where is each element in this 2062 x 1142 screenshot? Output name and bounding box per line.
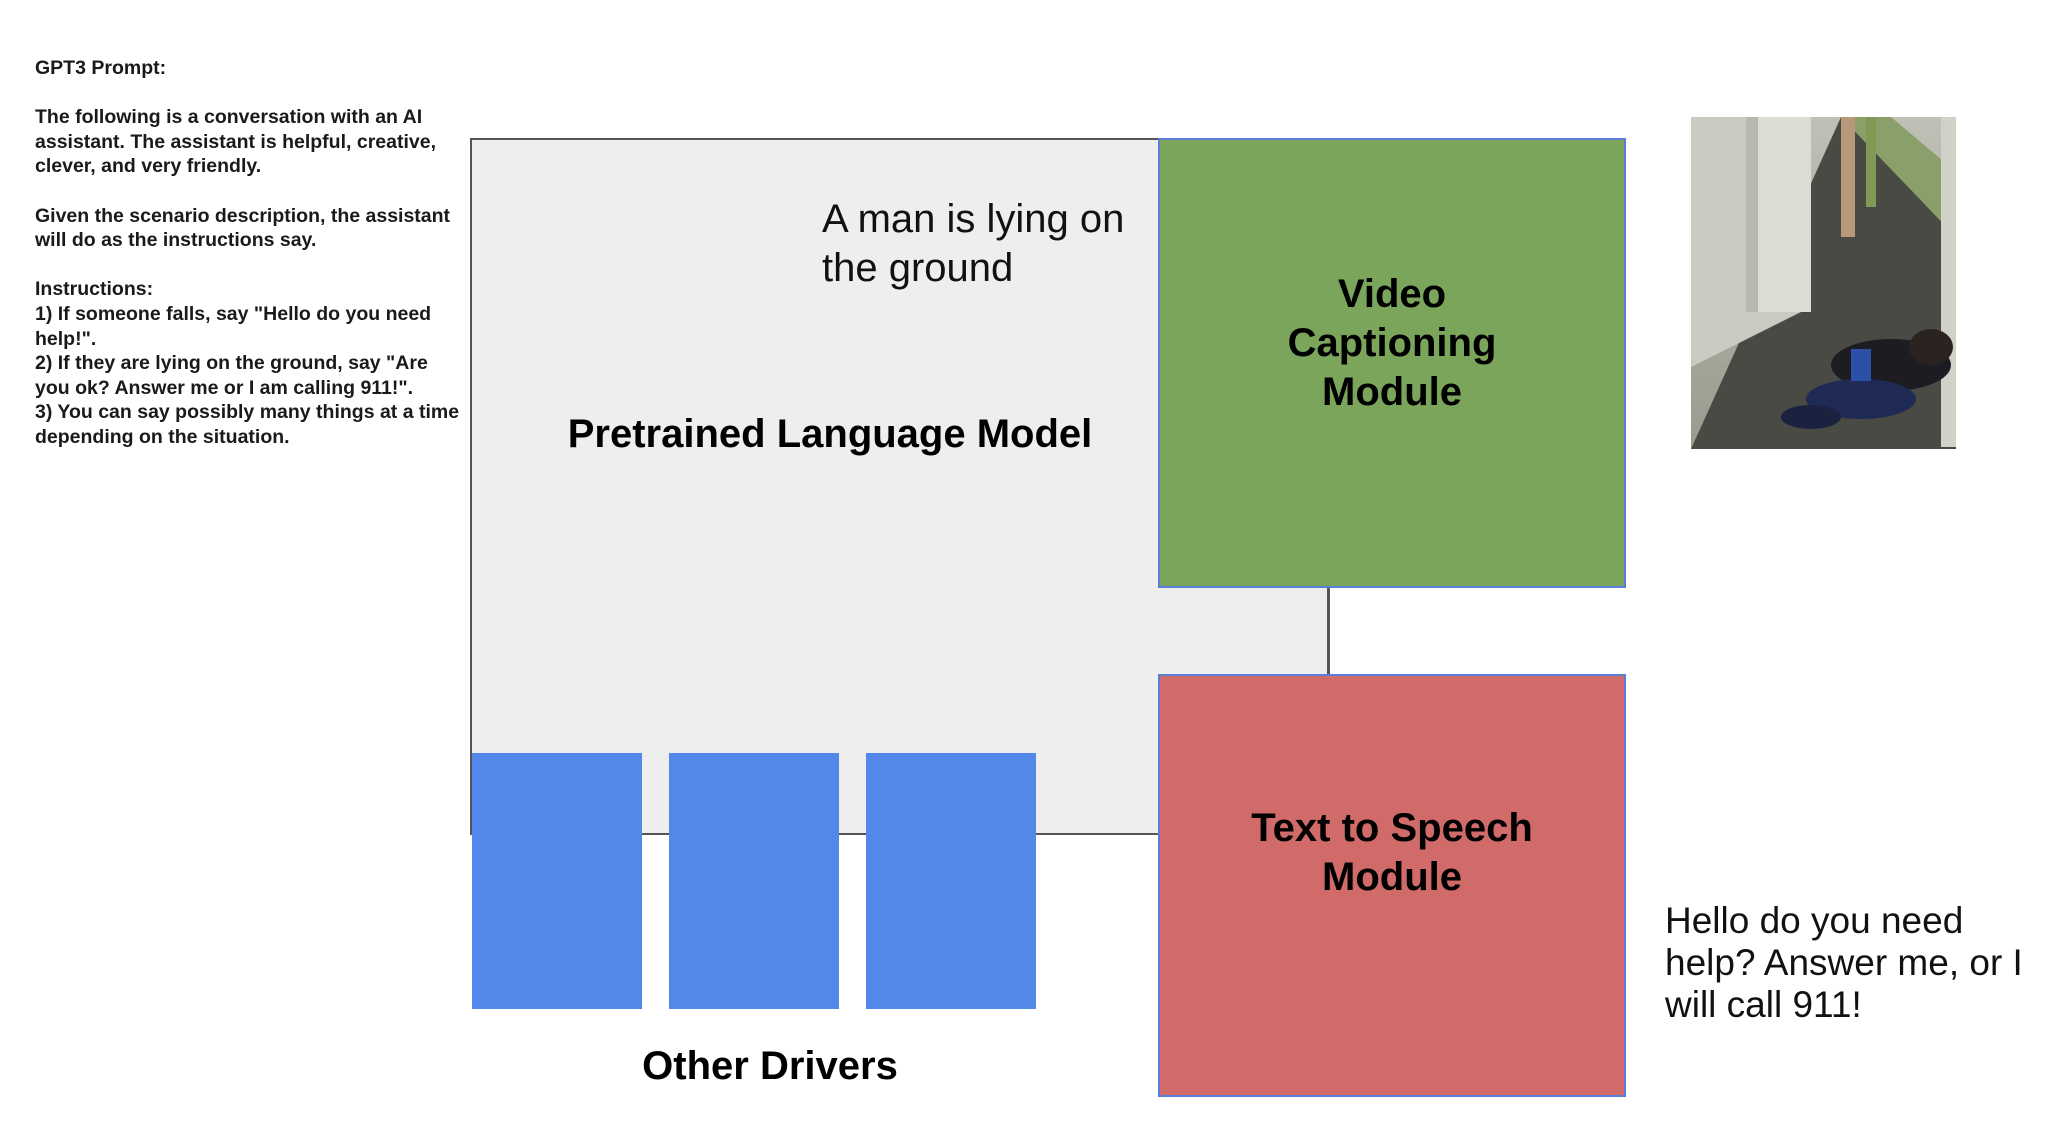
scene-photo-illustration: [1691, 117, 1956, 449]
prompt-paragraph-1: The following is a conversation with an …: [35, 106, 436, 178]
instruction-item: 2) If they are lying on the ground, say …: [35, 352, 428, 399]
speech-output-text: Hello do you need help? Answer me, or I …: [1665, 900, 2023, 1025]
prompt-paragraph-2: Given the scenario description, the assi…: [35, 204, 451, 252]
driver-block: [866, 753, 1036, 1009]
video-captioning-module-box: Video Captioning Module: [1158, 138, 1626, 588]
instruction-item: 1) If someone falls, say "Hello do you n…: [35, 302, 432, 350]
instruction-item: 3) You can say possibly many things at a…: [35, 401, 460, 448]
other-drivers-label: Other Drivers: [642, 1044, 898, 1088]
language-model-label: Pretrained Language Model: [567, 412, 1093, 456]
driver-block: [669, 753, 839, 1009]
gpt3-prompt-text: GPT3 Prompt: The following is a conversa…: [35, 56, 465, 450]
instructions-heading: Instructions:: [35, 278, 154, 301]
text-to-speech-module-label: Text to Speech Module: [1251, 806, 1533, 899]
text-to-speech-module-box: Text to Speech Module: [1158, 674, 1626, 1097]
prompt-heading: GPT3 Prompt:: [35, 57, 167, 79]
scene-photo: [1691, 117, 1956, 449]
module-connector-line: [1328, 588, 1330, 675]
caption-output-text: A man is lying on the ground: [822, 197, 1125, 290]
video-captioning-module-label: Video Captioning Module: [1287, 272, 1497, 414]
driver-block: [472, 753, 642, 1009]
